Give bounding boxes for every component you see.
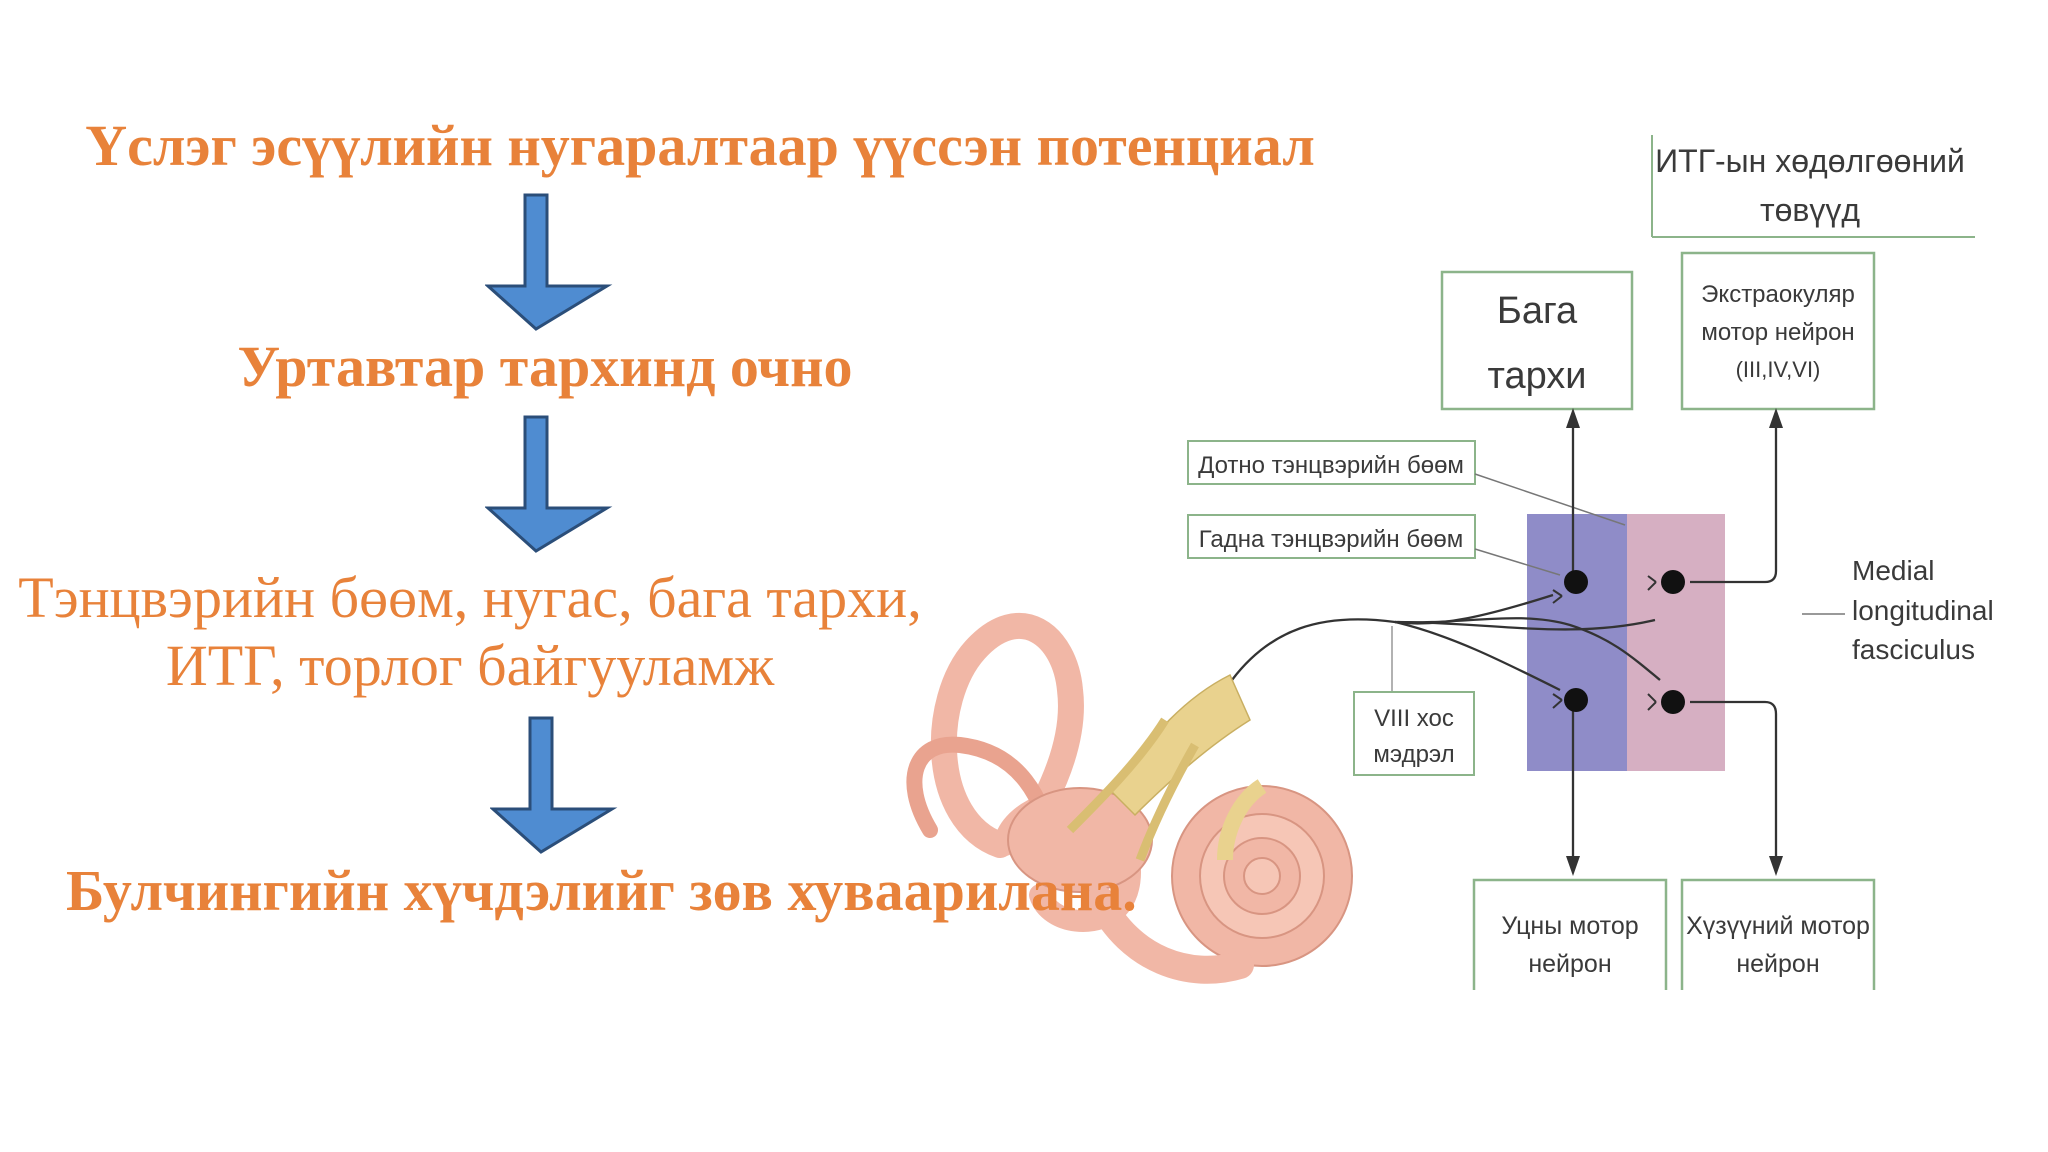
lateral-nucleus-label: Гадна тэнцвэрийн бөөм — [1187, 514, 1476, 559]
svg-text:Medial: Medial — [1852, 555, 1934, 586]
inner-ear-illustration — [906, 613, 1353, 984]
cerebellum-box: Бага тархи — [1440, 270, 1634, 411]
svg-text:мэдрэл: мэдрэл — [1373, 741, 1454, 768]
medial-nucleus-label: Дотно тэнцвэрийн бөөм — [1187, 440, 1476, 485]
pathway-arrowheads — [1566, 408, 1783, 876]
neck-motor-box: Хүзүүний мотор нейрон — [1680, 878, 1876, 990]
down-arrow-icon — [485, 193, 613, 331]
down-arrow-icon — [485, 415, 613, 553]
cerebellum-line-2: тархи — [1487, 355, 1586, 397]
spinal-motor-box: Уцны мотор нейрон — [1472, 878, 1668, 990]
flow-step-4: Булчингийн хүчдэлийг зөв хуваарилана. — [66, 858, 1137, 923]
neural-pathways — [1231, 419, 1778, 865]
svg-text:Хүзүүний мотор: Хүзүүний мотор — [1686, 912, 1870, 940]
nerve-viii-label: VIII хос мэдрэл — [1353, 626, 1475, 776]
extraocular-line-1: Экстраокуляр — [1701, 281, 1855, 308]
svg-text:longitudinal: longitudinal — [1852, 595, 1994, 626]
header-line-1: ИТГ-ын хөдөлгөөний — [1655, 143, 1965, 179]
flow-step-1: Үслэг эсүүлийн нугаралтаар үүссэн потенц… — [85, 113, 1315, 178]
flow-step-2: Уртавтар тархинд очно — [237, 334, 853, 399]
svg-text:Гадна тэнцвэрийн бөөм: Гадна тэнцвэрийн бөөм — [1199, 526, 1464, 553]
mlf-label: Medial longitudinal fasciculus — [1802, 555, 1994, 665]
header-line-2: төвүүд — [1760, 192, 1860, 228]
extraocular-line-2: мотор нейрон — [1701, 319, 1854, 346]
extraocular-line-3: (III,IV,VI) — [1736, 357, 1821, 382]
svg-text:нейрон: нейрон — [1528, 950, 1611, 978]
neuron-dots — [1564, 570, 1685, 714]
flow-step-3-line-1: Тэнцвэрийн бөөм, нугас, бага тархи, — [18, 565, 922, 630]
cerebellum-line-1: Бага — [1497, 290, 1578, 332]
flow-step-3: Тэнцвэрийн бөөм, нугас, бага тархи, ИТГ,… — [0, 564, 940, 701]
lateral-vestibular-block — [1627, 514, 1725, 771]
svg-text:Уцны мотор: Уцны мотор — [1501, 912, 1638, 940]
svg-text:VIII хос: VIII хос — [1374, 705, 1454, 732]
down-arrow-icon — [490, 716, 618, 854]
svg-text:нейрон: нейрон — [1736, 950, 1819, 978]
svg-text:fasciculus: fasciculus — [1852, 634, 1975, 665]
flow-step-3-line-2: ИТГ, торлог байгууламж — [165, 633, 775, 699]
header-box: ИТГ-ын хөдөлгөөний төвүүд — [1651, 135, 1975, 238]
svg-text:Дотно тэнцвэрийн бөөм: Дотно тэнцвэрийн бөөм — [1198, 452, 1464, 479]
extraocular-box: Экстраокуляр мотор нейрон (III,IV,VI) — [1680, 251, 1876, 411]
